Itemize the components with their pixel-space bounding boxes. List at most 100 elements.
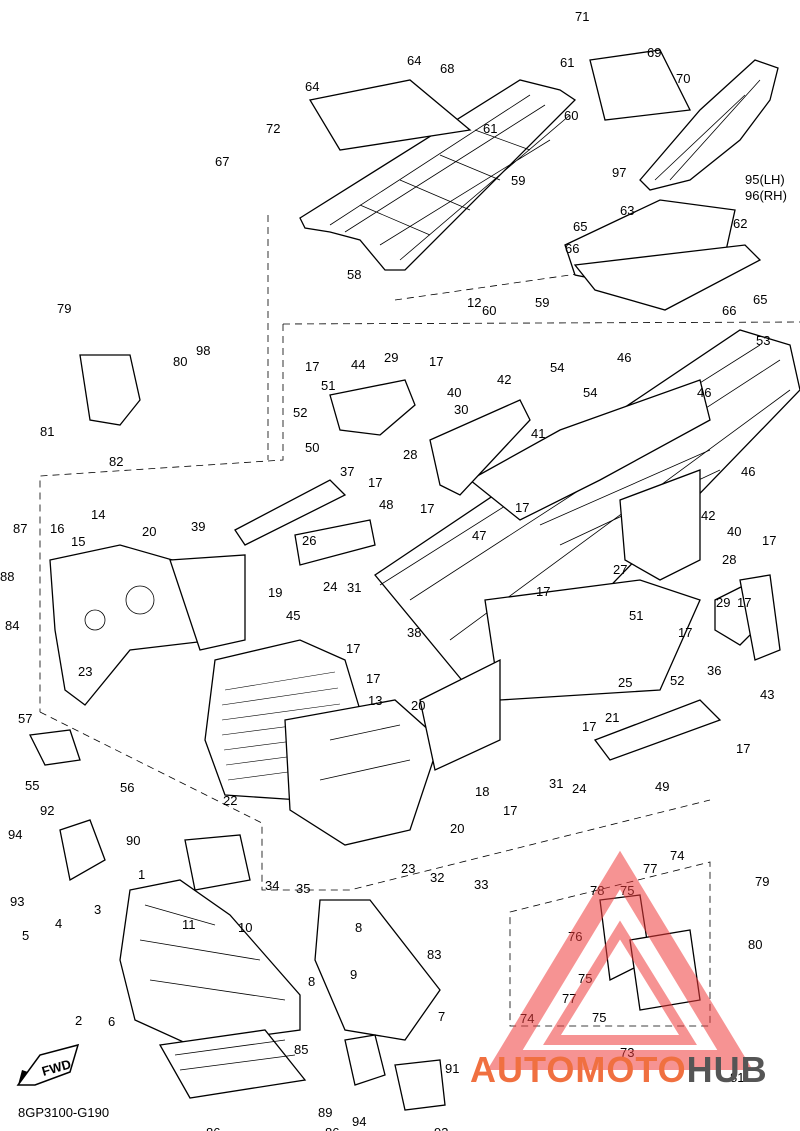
callout-72: 72	[266, 121, 280, 136]
callout-37: 37	[340, 464, 354, 479]
callout-31: 31	[549, 776, 563, 791]
callout-17: 17	[503, 803, 517, 818]
callout-46: 46	[741, 464, 755, 479]
callout-17: 17	[368, 475, 382, 490]
callout-17: 17	[678, 625, 692, 640]
callout-20: 20	[411, 698, 425, 713]
callout-35: 35	[296, 881, 310, 896]
callout-28: 28	[403, 447, 417, 462]
callout-27: 27	[613, 562, 627, 577]
callout-80: 80	[173, 354, 187, 369]
callout-3: 3	[94, 902, 101, 917]
callout-64: 64	[305, 79, 319, 94]
callout-30: 30	[454, 402, 468, 417]
callout-20: 20	[142, 524, 156, 539]
callout-39: 39	[191, 519, 205, 534]
callout-40: 40	[447, 385, 461, 400]
callout-94: 94	[352, 1114, 366, 1129]
callout-65: 65	[753, 292, 767, 307]
callout-17: 17	[429, 354, 443, 369]
callout-98: 98	[196, 343, 210, 358]
callout-48: 48	[379, 497, 393, 512]
callout-4: 4	[55, 916, 62, 931]
callout-95lh: 95(LH)	[745, 172, 785, 187]
callout-46: 46	[697, 385, 711, 400]
tunnel-frame	[374, 329, 800, 701]
callout-12: 12	[467, 295, 481, 310]
callout-61: 61	[483, 121, 497, 136]
callout-86: 86	[206, 1125, 220, 1131]
callout-2: 2	[75, 1013, 82, 1028]
callout-6: 6	[108, 1014, 115, 1029]
callout-80: 80	[748, 937, 762, 952]
callout-67: 67	[215, 154, 229, 169]
callout-97: 97	[612, 165, 626, 180]
callout-82: 82	[109, 454, 123, 469]
callout-17: 17	[582, 719, 596, 734]
callout-23: 23	[78, 664, 92, 679]
callout-92: 92	[40, 803, 54, 818]
callout-24: 24	[323, 579, 337, 594]
callout-62: 62	[733, 216, 747, 231]
callout-19: 19	[268, 585, 282, 600]
callout-36: 36	[707, 663, 721, 678]
fwd-arrow: FWD	[16, 1043, 80, 1086]
callout-93: 93	[434, 1125, 448, 1131]
callout-79: 79	[755, 874, 769, 889]
callout-26: 26	[302, 533, 316, 548]
callout-81: 81	[730, 1070, 744, 1085]
callout-77: 77	[643, 861, 657, 876]
callout-41: 41	[531, 426, 545, 441]
lower-frame-skid	[119, 834, 446, 1111]
callout-1: 1	[138, 867, 145, 882]
callout-47: 47	[472, 528, 486, 543]
seat-rail-frame	[299, 49, 691, 271]
callout-94: 94	[8, 827, 22, 842]
callout-23: 23	[401, 861, 415, 876]
callout-90: 90	[126, 833, 140, 848]
callout-44: 44	[351, 357, 365, 372]
callout-51: 51	[629, 608, 643, 623]
callout-18: 18	[475, 784, 489, 799]
callout-42: 42	[497, 372, 511, 387]
callout-31: 31	[347, 580, 361, 595]
callout-88: 88	[0, 569, 14, 584]
callout-5: 5	[22, 928, 29, 943]
callout-63: 63	[620, 203, 634, 218]
callout-91: 91	[445, 1061, 459, 1076]
callout-81: 81	[40, 424, 54, 439]
callout-28: 28	[722, 552, 736, 567]
watermark-text-part1: AUTOMOTO	[470, 1049, 687, 1090]
callout-61: 61	[560, 55, 574, 70]
callout-52: 52	[670, 673, 684, 688]
callout-32: 32	[430, 870, 444, 885]
callout-17: 17	[737, 595, 751, 610]
callout-54: 54	[550, 360, 564, 375]
callout-20: 20	[450, 821, 464, 836]
callout-17: 17	[305, 359, 319, 374]
callout-17: 17	[420, 501, 434, 516]
callout-13: 13	[368, 693, 382, 708]
callout-66: 66	[722, 303, 736, 318]
callout-75: 75	[592, 1010, 606, 1025]
diagram-code: 8GP3100-G190	[18, 1105, 109, 1120]
callout-14: 14	[91, 507, 105, 522]
callout-59: 59	[511, 173, 525, 188]
callout-17: 17	[536, 584, 550, 599]
callout-60: 60	[482, 303, 496, 318]
callout-21: 21	[605, 710, 619, 725]
callout-65: 65	[573, 219, 587, 234]
callout-87: 87	[13, 521, 27, 536]
callout-89: 89	[318, 1105, 332, 1120]
callout-25: 25	[618, 675, 632, 690]
callout-38: 38	[407, 625, 421, 640]
callout-29: 29	[716, 595, 730, 610]
callout-7: 7	[438, 1009, 445, 1024]
callout-54: 54	[583, 385, 597, 400]
callout-22: 22	[223, 793, 237, 808]
callout-45: 45	[286, 608, 300, 623]
callout-53: 53	[756, 333, 770, 348]
callout-8: 8	[308, 974, 315, 989]
callout-51: 51	[321, 378, 335, 393]
